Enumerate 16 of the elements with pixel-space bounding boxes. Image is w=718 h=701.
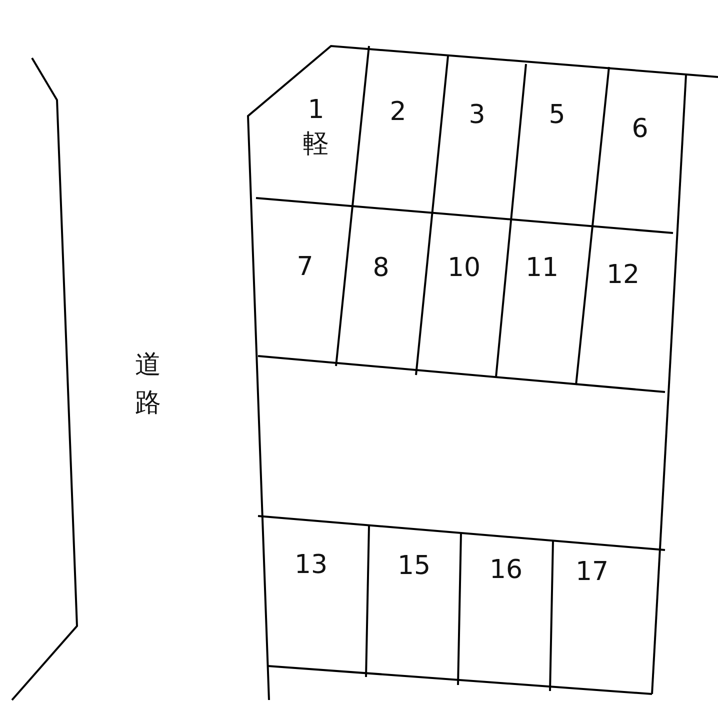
road-label: 道路 (134, 349, 162, 420)
space-number: 10 (447, 252, 481, 286)
space-number: 13 (294, 549, 328, 582)
space-number: 6 (632, 113, 648, 146)
space-number: 16 (489, 554, 523, 588)
space-number: 7 (296, 251, 314, 284)
space-number: 12 (606, 259, 640, 292)
space-number: 15 (397, 550, 431, 584)
space-number: 3 (468, 99, 486, 132)
space-number: 17 (575, 556, 609, 590)
space-number: 1 (308, 94, 324, 128)
space-note: 軽 (303, 128, 329, 161)
space-number: 11 (525, 252, 559, 286)
space-number: 8 (372, 252, 390, 286)
space-number: 2 (390, 96, 406, 130)
space-number: 5 (548, 99, 566, 132)
